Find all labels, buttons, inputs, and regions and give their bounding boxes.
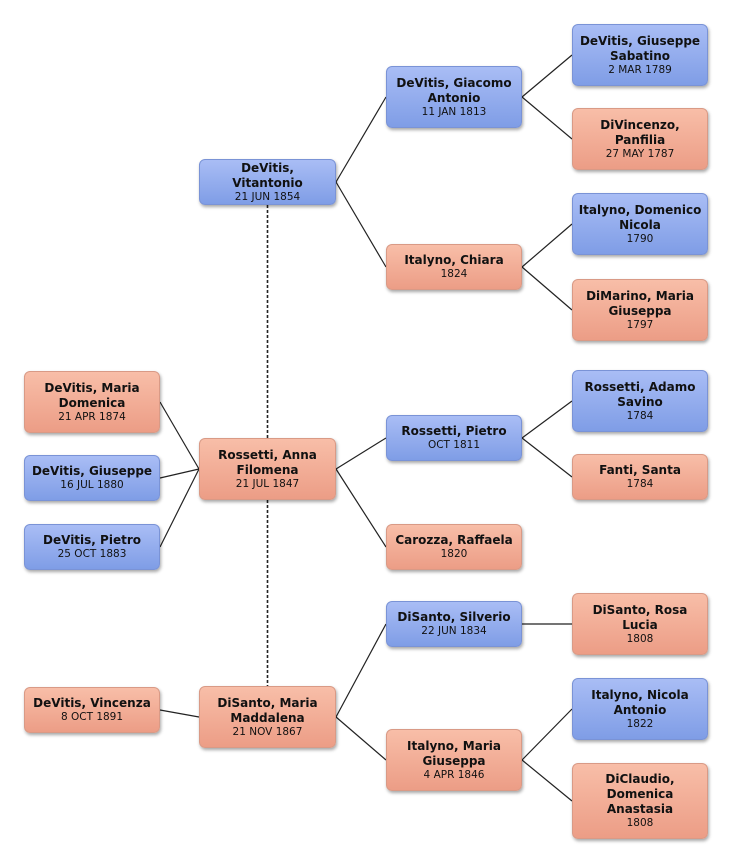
person-box-maria-domenica-devitis[interactable]: DeVitis, Maria Domenica 21 APR 1874 [24,371,160,433]
parent-link-line [521,400,573,439]
person-date: 21 JUL 1847 [235,477,300,490]
person-name: DiMarino, Maria Giuseppa [586,288,694,318]
parent-link-line [521,223,573,268]
person-date: 1797 [626,318,654,331]
person-date: 25 OCT 1883 [57,548,127,560]
person-date: 8 OCT 1891 [60,711,124,723]
person-date: 1808 [626,817,654,829]
person-name: DiSanto, Rosa Lucia [592,602,688,632]
person-name: Rossetti, Anna Filomena [218,447,317,477]
person-date: 1790 [626,232,654,245]
person-date: 1808 [626,632,654,645]
person-name: DeVitis, Vitantonio [232,160,303,190]
person-box-domenico-nicola-italyno[interactable]: Italyno, Domenico Nicola 1790 [572,193,708,255]
person-date: 11 JAN 1813 [421,105,487,118]
person-name: Italyno, Nicola Antonio [591,687,689,717]
person-box-raffaela-carozza[interactable]: Carozza, Raffaela 1820 [386,524,522,570]
person-box-pietro-devitis[interactable]: DeVitis, Pietro 25 OCT 1883 [24,524,160,570]
parent-link-line [521,437,573,478]
person-box-vincenza-devitis[interactable]: DeVitis, Vincenza 8 OCT 1891 [24,687,160,733]
person-date: 1784 [626,478,654,490]
person-box-vitantonio-devitis[interactable]: DeVitis, Vitantonio 21 JUN 1854 [199,159,336,205]
parent-link-line [335,716,387,761]
person-name: DeVitis, Giuseppe [31,464,153,478]
person-name: DeVitis, Pietro [43,533,141,547]
person-date: 4 APR 1846 [423,768,485,781]
person-box-nicola-antonio-italyno[interactable]: Italyno, Nicola Antonio 1822 [572,678,708,740]
person-name: Rossetti, Adamo Savino [584,379,696,409]
parent-link-line [335,468,387,548]
person-box-panfilia-divincenzo[interactable]: DiVincenzo, Panfilia 27 MAY 1787 [572,108,708,170]
person-box-giuseppe-sabatino-devitis[interactable]: DeVitis, Giuseppe Sabatino 2 MAR 1789 [572,24,708,86]
parent-link-line [335,181,387,268]
person-name: DeVitis, Maria Domenica [44,380,140,410]
person-date: 1784 [626,409,654,422]
parent-link-line [521,759,573,802]
child-link-line [159,468,200,479]
person-date: 1824 [440,268,468,280]
parent-link-line [521,54,573,98]
person-date: 16 JUL 1880 [60,479,124,491]
child-link-line [159,401,200,470]
person-date: 21 NOV 1867 [232,725,303,738]
person-name: Fanti, Santa [599,463,681,477]
person-date: 21 APR 1874 [58,410,126,423]
person-date: 1820 [440,548,468,560]
person-box-silverio-disanto[interactable]: DiSanto, Silverio 22 JUN 1834 [386,601,522,647]
person-box-maria-maddalena-disanto[interactable]: DiSanto, Maria Maddalena 21 NOV 1867 [199,686,336,748]
person-date: 21 JUN 1854 [234,190,301,203]
person-name: DeVitis, Giacomo Antonio [396,75,512,105]
person-name: DiSanto, Maria Maddalena [217,695,318,725]
parent-link-line [521,96,573,140]
person-name: DiClaudio, Domenica Anastasia [605,772,675,816]
person-box-giuseppe-devitis[interactable]: DeVitis, Giuseppe 16 JUL 1880 [24,455,160,501]
child-link-line [159,468,200,548]
person-box-chiara-italyno[interactable]: Italyno, Chiara 1824 [386,244,522,290]
parent-link-line [521,708,573,761]
person-name: DeVitis, Vincenza [33,696,151,710]
parent-link-line [521,266,573,311]
person-box-domenica-anastasia-diclaudio[interactable]: DiClaudio, Domenica Anastasia 1808 [572,763,708,839]
parent-link-line [335,96,387,183]
person-date: 1822 [626,717,654,730]
person-name: Italyno, Maria Giuseppa [407,738,501,768]
person-date: 2 MAR 1789 [608,63,672,76]
parent-link-line [335,437,387,470]
child-link-line [159,709,200,718]
parent-link-line [335,623,387,718]
person-name: Italyno, Domenico Nicola [578,202,702,232]
person-box-giacomo-antonio-devitis[interactable]: DeVitis, Giacomo Antonio 11 JAN 1813 [386,66,522,128]
person-box-santa-fanti[interactable]: Fanti, Santa 1784 [572,454,708,500]
person-box-maria-giuseppa-italyno[interactable]: Italyno, Maria Giuseppa 4 APR 1846 [386,729,522,791]
person-name: Carozza, Raffaela [395,533,513,547]
person-date: OCT 1811 [427,439,481,451]
person-box-anna-filomena-rossetti[interactable]: Rossetti, Anna Filomena 21 JUL 1847 [199,438,336,500]
person-box-adamo-savino-rossetti[interactable]: Rossetti, Adamo Savino 1784 [572,370,708,432]
person-box-maria-giuseppa-dimarino[interactable]: DiMarino, Maria Giuseppa 1797 [572,279,708,341]
person-date: 27 MAY 1787 [605,147,675,160]
person-name: Rossetti, Pietro [401,424,507,438]
person-box-pietro-rossetti[interactable]: Rossetti, Pietro OCT 1811 [386,415,522,461]
person-date: 22 JUN 1834 [421,625,487,637]
person-box-rosa-lucia-disanto[interactable]: DiSanto, Rosa Lucia 1808 [572,593,708,655]
person-name: DiVincenzo, Panfilia [600,117,680,147]
person-name: DiSanto, Silverio [397,610,511,624]
person-name: DeVitis, Giuseppe Sabatino [579,33,701,63]
person-name: Italyno, Chiara [404,253,504,267]
